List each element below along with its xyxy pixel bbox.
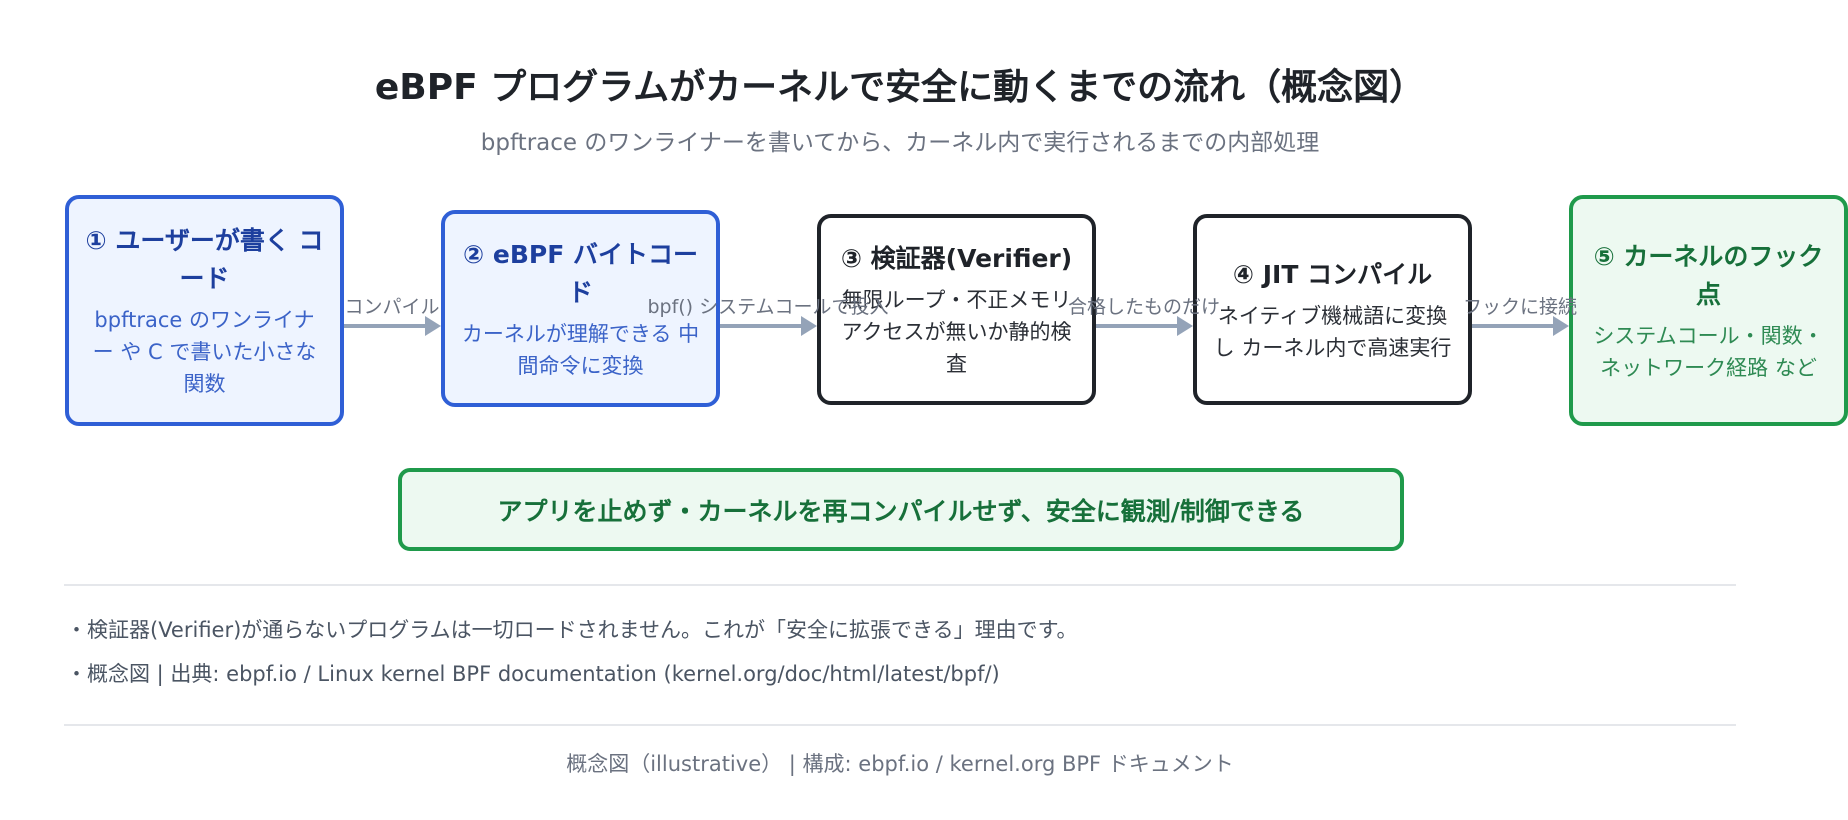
- footer-credit: 概念図（illustrative） | 構成: ebpf.io / kernel…: [566, 752, 1234, 776]
- arrow-label: コンパイル: [344, 296, 440, 318]
- step-box-hook-point: ⑤ カーネルのフック点 システムコール・関数・ ネットワーク経路 など: [1569, 195, 1848, 426]
- arrow-label: 合格したものだけ: [1067, 296, 1221, 318]
- step-box-verifier: ③ 検証器(Verifier) 無限ループ・不正メモリ アクセスが無いか静的検査: [817, 214, 1096, 405]
- flow-arrow: [720, 316, 817, 336]
- arrow-head-icon: [1177, 316, 1193, 336]
- arrow-head-icon: [425, 316, 441, 336]
- step-desc: システムコール・関数・ ネットワーク経路 など: [1593, 323, 1824, 380]
- step-desc: bpftrace のワンライナー や C で書いた小さな 関数: [92, 307, 317, 396]
- divider: [64, 724, 1736, 726]
- step-title: ① ユーザーが書く コード: [85, 225, 324, 293]
- step-title: ③ 検証器(Verifier): [840, 243, 1073, 273]
- note-source: ・概念図 | 出典: ebpf.io / Linux kernel BPF do…: [66, 662, 1000, 686]
- step-box-user-code: ① ユーザーが書く コード bpftrace のワンライナー や C で書いた小…: [65, 195, 344, 426]
- arrow-label: フックに接続: [1462, 296, 1578, 318]
- step-title: ⑤ カーネルのフック点: [1593, 241, 1824, 309]
- step-desc: 無限ループ・不正メモリ アクセスが無いか静的検査: [841, 287, 1072, 376]
- step-desc: カーネルが理解できる 中間命令に変換: [461, 321, 700, 378]
- step-box-bytecode: ② eBPF バイトコード カーネルが理解できる 中間命令に変換: [441, 210, 720, 407]
- note-verifier: ・検証器(Verifier)が通らないプログラムは一切ロードされません。これが「…: [66, 618, 1078, 642]
- diagram-title: eBPF プログラムがカーネルで安全に動くまでの流れ（概念図）: [374, 67, 1426, 108]
- flow-arrow: [344, 316, 441, 336]
- summary-banner: アプリを止めず・カーネルを再コンパイルせず、安全に観測/制御できる: [398, 468, 1404, 551]
- arrow-head-icon: [1553, 316, 1569, 336]
- step-box-jit: ④ JIT コンパイル ネイティブ機械語に変換し カーネル内で高速実行: [1193, 214, 1472, 405]
- step-title: ④ JIT コンパイル: [1232, 259, 1433, 289]
- step-title: ② eBPF バイトコード: [463, 239, 698, 307]
- arrow-head-icon: [801, 316, 817, 336]
- step-desc: ネイティブ機械語に変換し カーネル内で高速実行: [1213, 303, 1452, 360]
- flow-arrow: [1096, 316, 1193, 336]
- divider: [64, 584, 1736, 586]
- diagram-subtitle: bpftrace のワンライナーを書いてから、カーネル内で実行されるまでの内部処…: [480, 130, 1320, 156]
- arrow-label: bpf() システムコールで投入: [647, 296, 889, 318]
- flow-arrow: [1472, 316, 1569, 336]
